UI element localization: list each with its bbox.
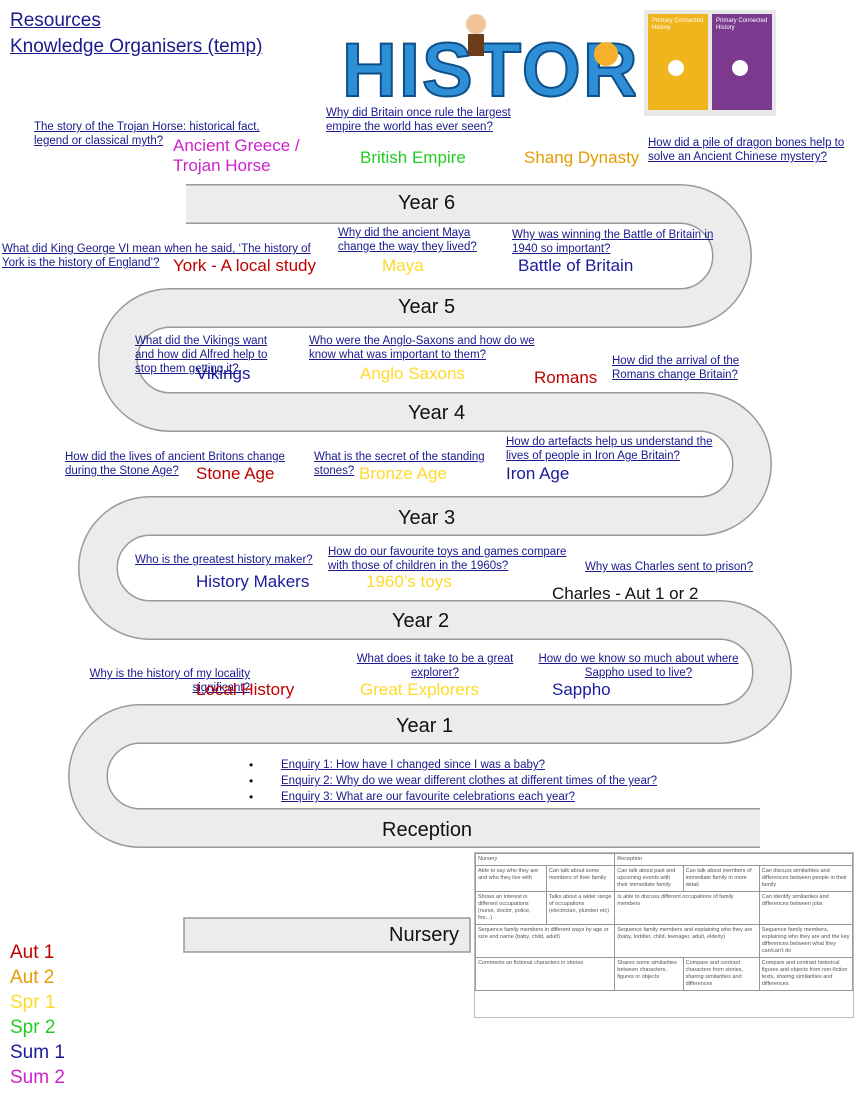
year-3-label: Year 3: [398, 507, 456, 529]
y2-question-history-makers[interactable]: Who is the greatest history maker?: [135, 554, 313, 566]
book-cover-1[interactable]: Primary Connected History: [648, 14, 708, 110]
y5-topic-battle-of-britain: Battle of Britain: [518, 256, 634, 275]
y5-topic-maya: Maya: [382, 256, 424, 275]
y5-topic-york: York - A local study: [173, 256, 317, 275]
y4-question-vikings[interactable]: What did the Vikings want and how did Al…: [135, 335, 268, 375]
y6-topic-shang-dynasty: Shang Dynasty: [524, 148, 640, 167]
y2-question-charles[interactable]: Why was Charles sent to prison?: [585, 561, 754, 573]
year-6-label: Year 6: [398, 192, 456, 214]
y3-question-stone-age[interactable]: How did the lives of ancient Britons cha…: [65, 451, 285, 477]
y3-question-bronze-age[interactable]: What is the secret of the standing stone…: [314, 451, 485, 477]
table-row: Comments on fictional characters in stor…: [475, 957, 853, 991]
y6-question-trojan[interactable]: The story of the Trojan Horse: historica…: [34, 121, 260, 147]
table-row: Shows an interest in different occupatio…: [475, 891, 853, 925]
y6-question-british-empire[interactable]: Why did Britain once rule the largest em…: [326, 107, 511, 133]
y2-question-1960s-toys[interactable]: How do our favourite toys and games comp…: [328, 546, 567, 572]
y2-topic-1960s-toys: 1960’s toys: [366, 572, 452, 591]
year-5-label: Year 5: [398, 296, 456, 318]
resources-link[interactable]: Resources: [10, 10, 101, 31]
reception-enquiry-2[interactable]: Enquiry 2: Why do we wear different clot…: [249, 774, 657, 788]
y1-topic-sappho: Sappho: [552, 680, 611, 699]
y6-topic-british-empire: British Empire: [360, 148, 466, 167]
book-cover-2[interactable]: Primary Connected History: [712, 14, 772, 110]
y2-topic-history-makers: History Makers: [196, 572, 310, 591]
y3-topic-bronze-age: Bronze Age: [359, 464, 447, 483]
y5-question-maya[interactable]: Why did the ancient Maya change the way …: [338, 227, 477, 253]
reception-label: Reception: [382, 819, 473, 841]
y3-question-iron-age[interactable]: How do artefacts help us understand the …: [506, 436, 713, 462]
y1-topic-great-explorers: Great Explorers: [360, 680, 480, 699]
reception-enquiry-1[interactable]: Enquiry 1: How have I changed since I wa…: [249, 758, 545, 772]
year-2-label: Year 2: [392, 610, 450, 632]
y4-topic-vikings: Vikings: [196, 364, 251, 383]
legend-spr-1: Spr 1: [10, 992, 56, 1013]
y4-topic-anglo-saxons: Anglo Saxons: [360, 364, 465, 383]
y5-question-york[interactable]: What did King George VI mean when he sai…: [2, 243, 311, 269]
y4-question-romans[interactable]: How did the arrival of the Romans change…: [612, 355, 740, 381]
legend-spr-2: Spr 2: [10, 1017, 56, 1038]
logo-text: HISTORY: [342, 28, 636, 103]
year-1-label: Year 1: [396, 715, 454, 737]
y1-topic-local-history: Local History: [196, 680, 295, 699]
legend-aut-1: Aut 1: [10, 942, 55, 963]
y5-question-battle-of-britain[interactable]: Why was winning the Battle of Britain in…: [512, 229, 714, 255]
year-4-label: Year 4: [408, 402, 466, 424]
eyfs-history-table: Nursery Reception Able to say who they a…: [474, 852, 854, 1018]
y1-question-sappho[interactable]: How do we know so much about where Sapph…: [538, 653, 739, 679]
y6-question-shang[interactable]: How did a pile of dragon bones help to s…: [648, 137, 845, 163]
history-logo: HISTORY: [336, 8, 689, 114]
term-legend: Aut 1 Aut 2 Spr 1 Spr 2 Sum 1 Sum 2: [10, 940, 65, 1090]
y6-topic-ancient-greece: Ancient Greece / Trojan Horse: [173, 136, 300, 175]
knowledge-organisers-link[interactable]: Knowledge Organisers (temp): [10, 36, 263, 57]
table-row: Able to say who they are and who they li…: [475, 865, 853, 892]
reception-enquiry-3[interactable]: Enquiry 3: What are our favourite celebr…: [249, 790, 575, 804]
y2-topic-charles: Charles - Aut 1 or 2: [552, 584, 699, 603]
y1-question-local-history[interactable]: Why is the history of my locality signif…: [89, 668, 250, 694]
y3-topic-iron-age: Iron Age: [506, 464, 570, 483]
table-header-nursery: Nursery: [475, 853, 616, 866]
nursery-label: Nursery: [389, 924, 460, 946]
y4-question-anglo-saxons[interactable]: Who were the Anglo-Saxons and how do we …: [309, 335, 535, 361]
table-row: Sequence family members in different way…: [475, 924, 853, 958]
legend-sum-1: Sum 1: [10, 1042, 65, 1063]
table-header-reception: Reception: [614, 853, 853, 866]
y4-topic-romans: Romans: [534, 368, 598, 387]
y3-topic-stone-age: Stone Age: [196, 464, 275, 483]
y1-question-explorers[interactable]: What does it take to be a great explorer…: [356, 653, 514, 679]
book-covers[interactable]: Primary Connected History Primary Connec…: [644, 10, 776, 116]
legend-sum-2: Sum 2: [10, 1067, 65, 1088]
legend-aut-2: Aut 2: [10, 967, 55, 988]
